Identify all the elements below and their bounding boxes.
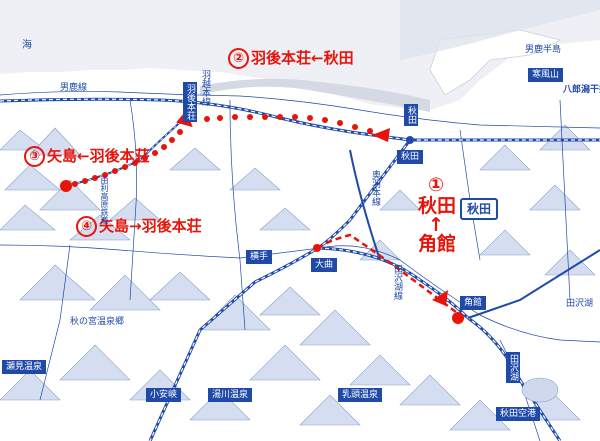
akita-airport-badge: 秋田空港: [496, 407, 541, 421]
mountains: [0, 124, 596, 431]
route-3-number: ③: [24, 146, 45, 167]
uetsu-line: [0, 97, 411, 142]
hachirogata-label: 八郎潟干拓地: [563, 85, 600, 95]
akita-badge: 秋田: [404, 104, 418, 126]
kakunodate-dot: [452, 312, 464, 324]
tazawako-line-label: 田沢湖線: [392, 264, 402, 300]
route-2-text: 羽後本荘←秋田: [251, 49, 354, 67]
akinomiya-label: 秋の宮温泉郷: [70, 317, 125, 327]
lake-tazawa: [521, 377, 559, 403]
yokote-badge: 横手: [246, 250, 273, 264]
koyasu-badge: 小安峡: [146, 388, 182, 402]
roads: [0, 91, 600, 441]
oga-label: 男鹿半島: [525, 45, 562, 55]
route-1-to: 角館: [418, 233, 457, 255]
sea-shading: [400, 0, 600, 60]
yuzawa-badge: 湯川温泉: [208, 388, 253, 402]
arrow-kakunodate: [432, 290, 448, 306]
sea-label: 海: [22, 40, 32, 51]
tazawa-lake-label: 田沢湖: [566, 299, 594, 309]
oga-line-label: 男鹿線: [60, 83, 88, 93]
route-34-dots: [72, 129, 183, 187]
semi-badge: 瀬見温泉: [2, 360, 47, 374]
nyuto-badge: 乳頭温泉: [338, 388, 383, 402]
route-4-number: ④: [76, 216, 97, 237]
ugo-honjo-badge: 羽後本荘: [183, 82, 197, 122]
route-1-arrow: ↑: [428, 214, 444, 236]
akita-station-badge: 秋田: [397, 150, 424, 164]
route-4-text: 矢島→羽後本荘: [99, 217, 202, 235]
ou-line-label: 奥羽本線: [370, 170, 380, 206]
route-1-number: ①: [427, 174, 445, 196]
yuri-line-label: 由利高原鉄道: [100, 176, 109, 224]
oga-peninsula: [429, 29, 562, 96]
route-2-number: ②: [228, 48, 249, 69]
tazawako-badge: 田沢湖: [506, 352, 520, 383]
region-box: 秋田: [460, 198, 499, 220]
omagari-dot: [313, 244, 321, 252]
route-1-label: ① 秋田 ↑ 角館: [418, 174, 457, 255]
east-line: [467, 249, 600, 319]
kakunodate-badge: 角館: [460, 296, 487, 310]
omagari-badge: 大曲: [311, 258, 338, 272]
coast-shading: [200, 78, 430, 112]
route-1-from: 秋田: [418, 195, 457, 217]
arrow-akita: [372, 128, 390, 142]
yajima-dot: [60, 180, 72, 192]
uetsu-line-label: 羽越本線: [200, 70, 210, 106]
kanpu-badge: 寒風山: [528, 68, 564, 82]
route-3-text: 矢島←羽後本荘: [47, 147, 150, 165]
akita-dot: [406, 136, 414, 144]
rail-lines: [0, 97, 600, 441]
